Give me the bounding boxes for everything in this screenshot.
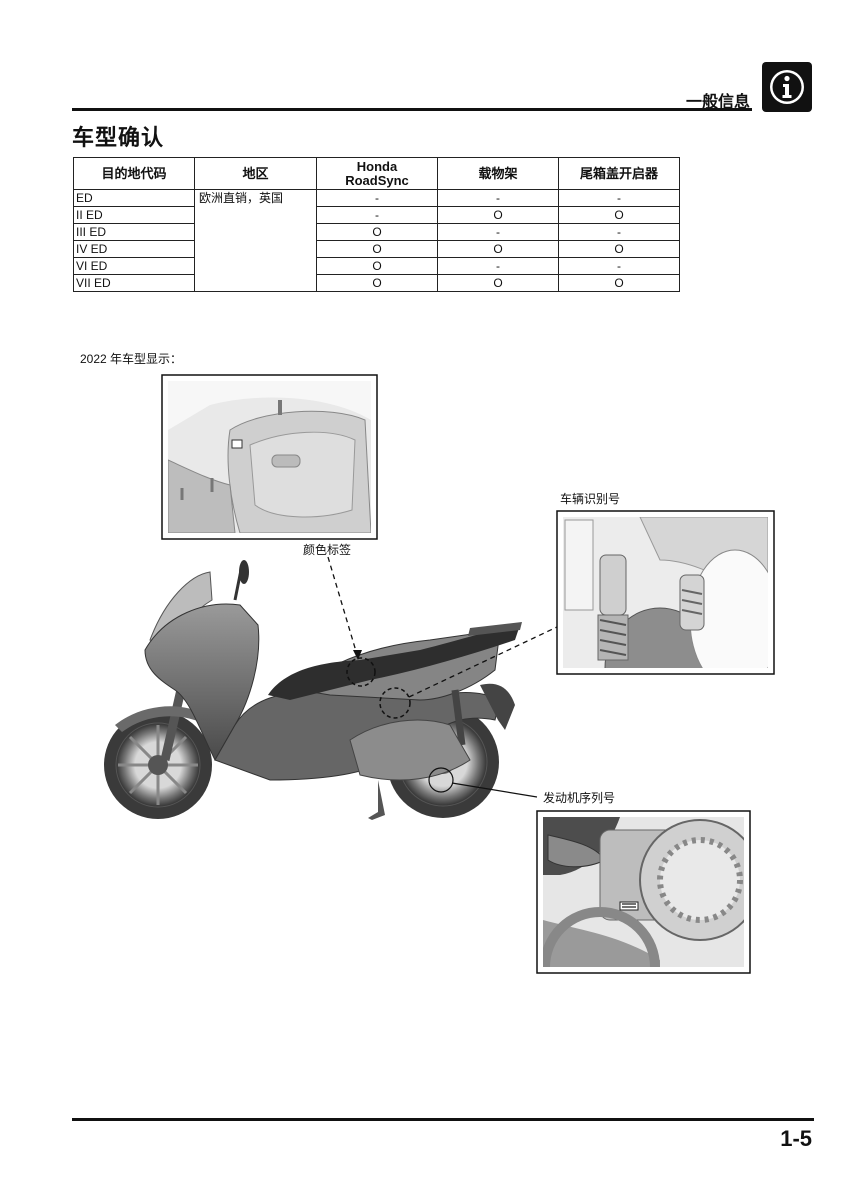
page-number: 1-5 [780, 1126, 812, 1151]
table-row: VI ED O - - [73, 257, 680, 275]
section-title: 一般信息 [685, 94, 750, 111]
leader-engine [451, 782, 538, 798]
col-header-carrier: 载物架 [437, 157, 559, 190]
callout-circle-engine [428, 767, 454, 793]
arrowheads [353, 650, 362, 660]
cell-opener: - [558, 223, 680, 241]
col-header-roadsync-line2: RoadSync [345, 172, 409, 188]
page-title: 车型确认 [72, 125, 165, 150]
header-rule [72, 108, 752, 111]
table-row: III ED O - - [73, 223, 680, 241]
callout-circle-color [346, 657, 376, 687]
model-table: 目的地代码 地区 Honda RoadSync 载物架 尾箱盖开启器 ED 欧洲… [73, 157, 680, 292]
inset-underseat [161, 374, 378, 540]
cell-code: VI ED [73, 257, 195, 275]
cell-code: VII ED [73, 274, 195, 292]
inset-engine [536, 810, 751, 974]
cell-region: 欧洲直销，英国 [194, 189, 317, 292]
inset-vin [556, 510, 775, 675]
cell-opener: O [558, 274, 680, 292]
leader-vin [408, 626, 558, 698]
table-header-row: 目的地代码 地区 Honda RoadSync 载物架 尾箱盖开启器 [73, 157, 680, 190]
leader-color [327, 556, 359, 659]
table-row: VII ED O O O [73, 274, 680, 292]
info-icon [762, 62, 812, 112]
label-engine: 发动机序列号 [543, 791, 616, 805]
scooter-main [104, 560, 522, 820]
table-row: IV ED O O O [73, 240, 680, 258]
color-label-sticker [231, 439, 243, 449]
table-row: ED 欧洲直销，英国 - - - [73, 189, 680, 292]
col-header-roadsync-line1: Honda [356, 158, 398, 174]
label-vin: 车辆识别号 [560, 492, 621, 506]
engine-number-plate [619, 901, 639, 911]
figure-caption: 2022 年车型显示： [80, 352, 183, 366]
callout-circle-vin [379, 687, 411, 719]
label-color: 颜色标签 [303, 543, 352, 557]
col-header-trunk-opener: 尾箱盖开启器 [558, 157, 680, 190]
footer-rule [72, 1118, 814, 1121]
callouts [327, 556, 558, 798]
